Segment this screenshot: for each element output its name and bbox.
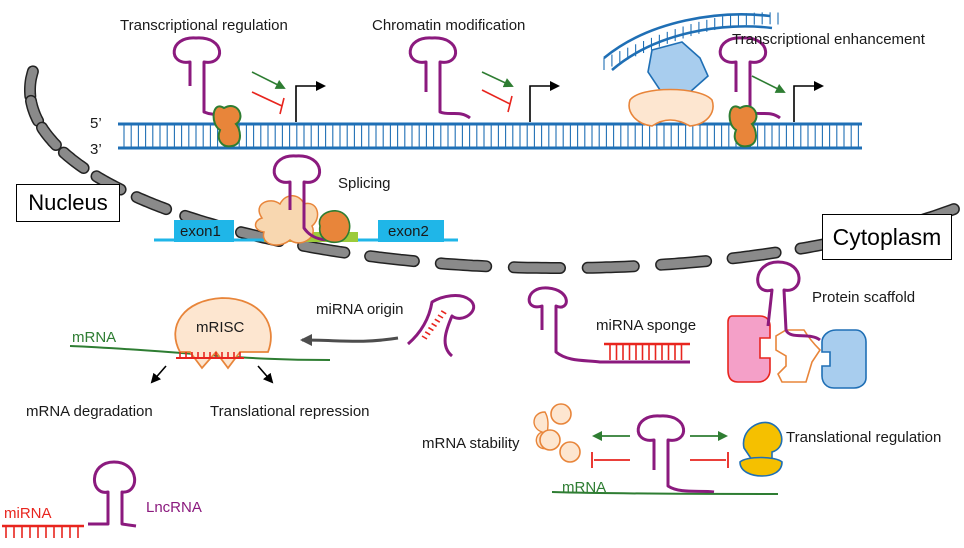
promoter-arrow: [295, 81, 326, 122]
membrane-segment-fill: [656, 256, 711, 270]
mirna-binding-ticks: [176, 352, 244, 359]
mirna-precursor-ticks: [421, 310, 447, 340]
scaffold-pink-protein: [727, 315, 771, 383]
mediator-protein: [647, 41, 709, 93]
mirna-tick: [421, 335, 428, 340]
protein-scaffold-module: [727, 260, 867, 389]
legend: [2, 460, 137, 538]
cohesin-protein: [628, 88, 714, 127]
repression-arrow: [257, 365, 274, 384]
five-prime-label: 5’: [90, 115, 102, 132]
mirna-tick: [440, 310, 447, 315]
mirna-tick: [437, 314, 444, 319]
mrna-degradation-label: mRNA degradation: [26, 403, 153, 420]
exon1-label: exon1: [180, 223, 221, 240]
legend-mirna-label: miRNA: [4, 505, 52, 522]
legend-lncrna-hairpin: [88, 460, 137, 528]
membrane-segment-fill: [436, 258, 491, 271]
lncrna-hairpin: [272, 154, 342, 242]
mirna-sponge-module: [527, 286, 690, 364]
membrane-segment-fill: [728, 248, 781, 263]
transcriptional-regulation-label: Transcriptional regulation: [120, 17, 288, 34]
protein-scaffold-label: Protein scaffold: [812, 289, 916, 306]
legend-lncrna-label: LncRNA: [146, 499, 202, 516]
membrane-segment-fill: [26, 96, 43, 126]
transcription-factor-protein: [212, 105, 242, 148]
rnase-ring-1: [550, 403, 572, 425]
membrane-segment-fill: [25, 66, 38, 101]
membrane-segment-fill: [132, 192, 171, 214]
transcriptional-regulation-module: [172, 36, 326, 148]
splicing-module: [154, 154, 458, 246]
lncrna-hairpin: [756, 260, 821, 342]
nucleus-label: Nucleus: [16, 184, 120, 222]
rnase-complex: [533, 403, 581, 463]
exon2-block: [378, 220, 444, 242]
transcription-factor-protein: [728, 105, 758, 148]
membrane-segment-fill: [37, 123, 61, 150]
mirna-tick: [431, 322, 438, 328]
splicing-label: Splicing: [338, 175, 391, 192]
inhibition-mark: [481, 89, 513, 113]
mirna-tick: [427, 326, 434, 332]
promoter-arrow: [529, 81, 560, 122]
membrane-segment-fill: [365, 251, 419, 266]
mrna-bottom-label: mRNA: [562, 479, 607, 496]
three-prime-label: 3’: [90, 141, 102, 158]
mrisc-label: mRISC: [196, 319, 245, 336]
sponge-binding-ticks: [609, 344, 683, 360]
stability-inhibition-mark: [591, 452, 630, 468]
rnase-ring-2: [539, 429, 561, 451]
membrane-segment-fill: [509, 262, 565, 273]
lncrna-hairpin: [718, 36, 781, 120]
mrna-label: mRNA: [72, 329, 117, 346]
exon1-block: [174, 220, 234, 242]
lncrna-hairpin: [407, 294, 476, 358]
mirna-origin-label: miRNA origin: [316, 301, 404, 318]
mirna-origin-module: [300, 294, 476, 358]
mrisc-module: [69, 297, 331, 384]
mirna-sponge-label: miRNA sponge: [596, 317, 697, 334]
activation-arrow: [751, 75, 786, 93]
cytoplasm-label: Cytoplasm: [822, 214, 952, 260]
membrane-segment-fill: [298, 241, 349, 258]
activation-arrow: [251, 71, 286, 89]
lncrna-hairpin: [408, 36, 471, 120]
lncrna-hairpin: [636, 414, 715, 494]
degradation-arrow: [150, 365, 167, 384]
rnase-ring-3: [559, 441, 581, 463]
translational-repression-label: Translational repression: [210, 403, 370, 420]
mirna-tick: [434, 318, 441, 323]
scaffold-blue-protein: [821, 329, 867, 389]
mrna-stability-label: mRNA stability: [422, 435, 520, 452]
transcriptional-enhancement-module: [603, 12, 824, 148]
translation-inhibition-mark: [690, 452, 729, 468]
chromatin-modification-label: Chromatin modification: [372, 17, 526, 34]
transcriptional-enhancement-label: Transcriptional enhancement: [732, 31, 925, 48]
mrna-strand: [551, 491, 779, 495]
activation-arrow: [481, 71, 514, 88]
promoter-arrow: [793, 81, 824, 122]
inhibition-mark: [251, 91, 285, 115]
mirna-tick: [424, 331, 431, 336]
looped-dna-segment: [603, 12, 779, 71]
translational-regulation-label: Translational regulation: [786, 429, 942, 446]
mrisc-complex: [174, 297, 272, 370]
splicing-regulator-protein: [318, 210, 351, 244]
exon2-label: exon2: [388, 223, 429, 240]
mirna-origin-arrow: [300, 334, 399, 347]
splicing-factor-protein: [254, 195, 319, 246]
chromatin-modification-module: [408, 36, 560, 122]
membrane-segment-fill: [59, 148, 89, 173]
ribosome: [739, 421, 783, 477]
lncrna-hairpin: [527, 286, 690, 364]
mrna-stability-translation-module: [533, 403, 783, 495]
membrane-segment-fill: [583, 261, 639, 273]
